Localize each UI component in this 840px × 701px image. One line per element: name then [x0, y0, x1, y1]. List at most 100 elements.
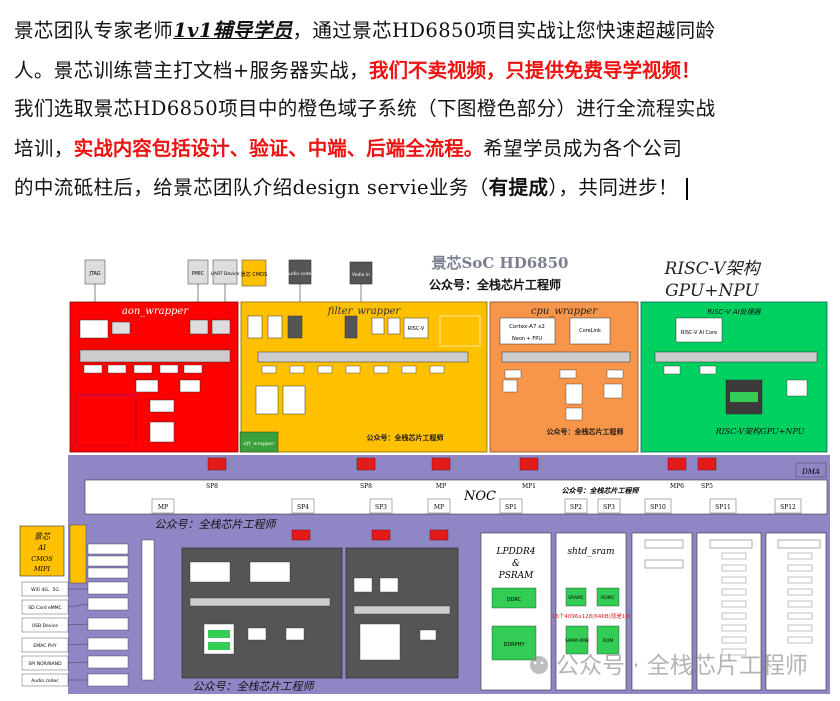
svg-text:JTAG: JTAG — [88, 271, 100, 277]
svg-text:CoreLink: CoreLink — [579, 328, 601, 334]
svg-text:SP2: SP2 — [570, 504, 582, 511]
intro-line-1: 景芯团队专家老师1v1辅导学员，通过景芯HD6850项目实战让您快速超越同龄 — [14, 11, 834, 51]
svg-text:SP8: SP8 — [206, 483, 218, 490]
svg-text:Audio codec: Audio codec — [31, 678, 59, 684]
svg-text:EMAC PHY: EMAC PHY — [33, 643, 56, 649]
filter-wrapper: filter_wrapper RISC-V dft_wrapper 公众号：全栈… — [239, 301, 488, 453]
svg-text:公众号：全栈芯片工程师: 公众号：全栈芯片工程师 — [367, 433, 444, 442]
svg-text:公众号：全栈芯片工程师: 公众号：全栈芯片工程师 — [547, 427, 624, 436]
svg-text:RISC-V AI处理器: RISC-V AI处理器 — [707, 308, 761, 316]
svg-text:SP3: SP3 — [375, 504, 387, 511]
sp-top-row — [207, 457, 717, 471]
intro-line-4: 培训，实战内容包括设计、验证、中端、后端全流程。希望学员成为各个公司 — [14, 129, 834, 169]
sp-red-connectors-mid — [291, 529, 449, 541]
intro-line-1-emph: 1v1辅导学员 — [173, 19, 293, 42]
intro-line-4-b: 希望学员成为各个公司 — [483, 137, 683, 160]
svg-text:SP12: SP12 — [780, 504, 796, 511]
svg-text:SRAMC: SRAMC — [568, 595, 584, 601]
svg-text:景芯 CMOS: 景芯 CMOS — [241, 271, 268, 278]
text-cursor — [685, 177, 688, 200]
svg-text:RISC-V架构GPU+NPU: RISC-V架构GPU+NPU — [715, 427, 805, 436]
ext-uart-device — [212, 259, 238, 285]
intro-line-5-a: 的中流砥柱后，给景芯团队介绍design servie业务（ — [14, 176, 489, 199]
svg-text:MP: MP — [436, 483, 446, 490]
svg-text:SP5: SP5 — [701, 483, 713, 490]
svg-text:cpu_wrapper: cpu_wrapper — [531, 306, 598, 317]
cpu-wrapper: cpu_wrapper Cortex-A7 x2 Neon + FPU Core… — [489, 301, 639, 453]
svg-text:SP11: SP11 — [715, 504, 731, 511]
watermark: 公众号 · 全栈芯片工程师 — [530, 653, 808, 679]
aon-wrapper: aon_wrapper — [69, 301, 239, 453]
svg-text:Vedio In: Vedio In — [352, 272, 370, 278]
intro-line-5-bold: 有提成 — [488, 176, 549, 199]
svg-text:MP: MP — [434, 504, 444, 511]
svg-text:DDRC: DDRC — [507, 597, 522, 603]
riscv-ai-wrapper: RISC-V AI处理器 RISC-V AI Core RISC-V架构GPU+… — [640, 301, 828, 453]
intro-line-1-b: ，通过景芯HD6850项目实战让您快速超越同龄 — [292, 19, 716, 42]
svg-text:MP1: MP1 — [522, 483, 536, 490]
intro-line-5-b: ），共同进步！ — [548, 176, 678, 199]
riscv-title-1: RISC-V架构 — [664, 259, 762, 279]
intro-line-1-a: 景芯团队专家老师 — [14, 19, 174, 42]
intro-line-4-a: 培训， — [14, 137, 74, 160]
svg-text:NOC: NOC — [463, 489, 496, 504]
dma-block — [795, 462, 827, 478]
intro-line-2: 人。景芯训练营主打文档+服务器实战，我们不卖视频，只提供免费导学视频！ — [14, 51, 834, 91]
svg-text:公众号：全栈芯片工程师: 公众号：全栈芯片工程师 — [562, 486, 641, 495]
wechat-header: 公众号：全栈芯片工程师 — [429, 277, 561, 292]
svg-text:LPDDR4: LPDDR4 — [496, 547, 536, 557]
svg-text:DDRPHY: DDRPHY — [503, 642, 525, 648]
riscv-title-2: GPU+NPU — [665, 281, 759, 301]
svg-text:MP: MP — [158, 504, 168, 511]
svg-text:Audio codec: Audio codec — [286, 271, 314, 277]
svg-text:Cortex-A7 x2: Cortex-A7 x2 — [509, 324, 545, 330]
svg-text:aon_wrapper: aon_wrapper — [122, 306, 189, 317]
svg-text:ROMC: ROMC — [601, 595, 615, 601]
noc-bus: NOC 公众号：全栈芯片工程师 SP8 SP8 MP MP1 MP6 SP5 — [84, 479, 828, 515]
svg-text:AI: AI — [37, 544, 46, 552]
svg-text:SD Card eMMC: SD Card eMMC — [28, 605, 61, 611]
svg-text:SP1: SP1 — [505, 504, 517, 511]
svg-text:SP10: SP10 — [650, 504, 666, 511]
intro-line-5: 的中流砥柱后，给景芯团队介绍design servie业务（有提成），共同进步！ — [14, 168, 834, 208]
left-caption: 公众号：全栈芯片工程师 — [155, 518, 278, 531]
svg-text:SRAM 4MB: SRAM 4MB — [565, 638, 589, 644]
bottom-caption: 公众号：全栈芯片工程师 — [193, 680, 316, 693]
intro-line-2-a: 人。景芯训练营主打文档+服务器实战， — [14, 59, 370, 82]
peripheral-columns — [631, 532, 827, 691]
svg-text:SPI NOR/NAND: SPI NOR/NAND — [28, 661, 62, 667]
intro-line-3: 我们选取景芯HD6850项目中的橙色域子系统（下图橙色部分）进行全流程实战 — [14, 89, 834, 129]
svg-text:PSRAM: PSRAM — [498, 571, 534, 581]
svg-text:WiFi 4G、5G: WiFi 4G、5G — [31, 587, 59, 593]
svg-text:filter_wrapper: filter_wrapper — [327, 306, 402, 317]
svg-text:shtd_sram: shtd_sram — [567, 547, 614, 557]
top-external-devices: JTAG PMIC UART Device 景芯 CMOS Audio code… — [84, 259, 373, 302]
svg-text:UART Device: UART Device — [211, 271, 240, 277]
shtd-sram-block: shtd_sram SRAMC ROMC 16个4096x128(64KB)就是… — [552, 532, 630, 691]
svg-text:景芯: 景芯 — [34, 532, 51, 541]
watermark-text: 公众号 · 全栈芯片工程师 — [556, 653, 808, 679]
svg-text:&: & — [512, 559, 520, 569]
svg-text:CMOS: CMOS — [31, 555, 53, 563]
svg-text:SP3: SP3 — [603, 504, 615, 511]
svg-text:PMIC: PMIC — [192, 271, 205, 277]
svg-text:RISC-V AI Core: RISC-V AI Core — [681, 330, 717, 336]
svg-text:RISC-V: RISC-V — [408, 326, 425, 332]
svg-text:MIPI: MIPI — [33, 565, 51, 573]
gray-subsystem-right — [345, 547, 459, 679]
svg-text:dft_wrapper: dft_wrapper — [244, 441, 276, 447]
svg-text:16个4096x128(64KB)就是1M: 16个4096x128(64KB)就是1M — [552, 612, 630, 620]
intro-line-3-text: 我们选取景芯HD6850项目中的橙色域子系统（下图橙色部分）进行全流程实战 — [14, 97, 716, 120]
sp-bottom-row: MP SP4 SP3 MP SP1 SP2 SP3 SP10 SP11 SP12 — [151, 498, 802, 514]
svg-text:SP4: SP4 — [297, 504, 309, 511]
lpddr4-psram-block: LPDDR4 & PSRAM DDRC DDRPHY — [480, 532, 552, 691]
ext-cmos — [241, 259, 267, 287]
svg-text:MP6: MP6 — [670, 483, 684, 490]
svg-text:SP8: SP8 — [360, 483, 372, 490]
left-external-panel: 景芯 AI CMOS MIPI WiFi 4G、5G SD Card eMMC … — [19, 524, 155, 687]
intro-line-2-red: 我们不卖视频，只提供免费导学视频！ — [369, 59, 701, 82]
gray-subsystem-left — [181, 547, 343, 679]
svg-text:DMA: DMA — [801, 468, 820, 476]
intro-line-4-red: 实战内容包括设计、验证、中端、后端全流程。 — [73, 137, 484, 160]
